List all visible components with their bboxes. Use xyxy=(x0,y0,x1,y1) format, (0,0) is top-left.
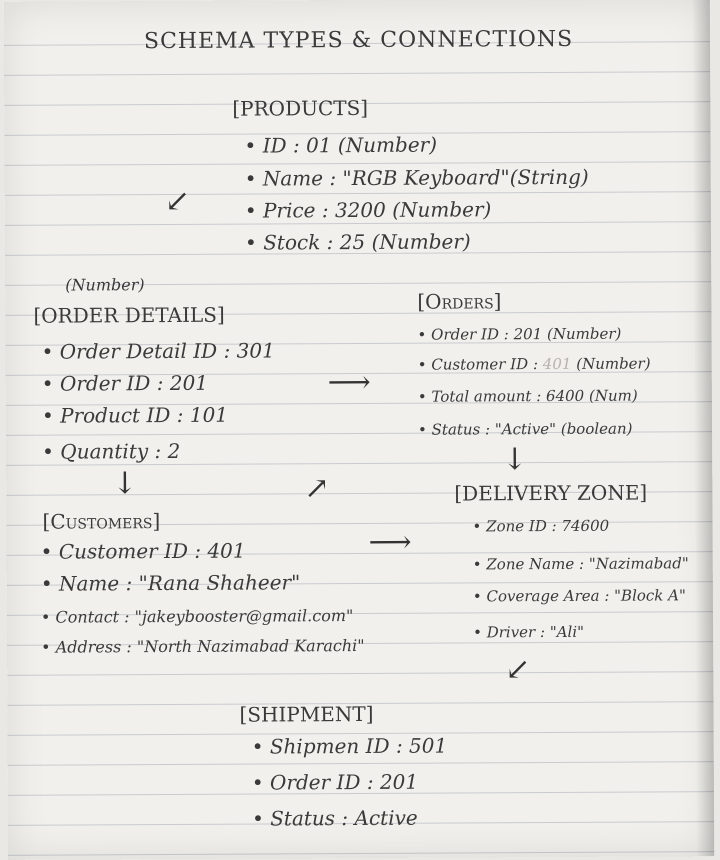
arrow-right-icon: ⟶ xyxy=(327,364,371,401)
order-details-field-detail-id: Order Detail ID : 301 xyxy=(42,338,275,363)
customers-field-name: Name : "Rana Shaheer" xyxy=(41,570,301,595)
orders-field-customer-id: Customer ID : 401 (Number) xyxy=(418,354,651,373)
order-details-field-quantity: Quantity : 2 xyxy=(42,439,180,464)
products-heading: [PRODUCTS] xyxy=(232,95,369,121)
products-field-id: ID : 01 (Number) xyxy=(244,133,437,158)
arrow-right-icon: ⟶ xyxy=(368,524,412,560)
orders-field-status: Status : "Active" (boolean) xyxy=(418,420,633,439)
delivery-zone-field-coverage: Coverage Area : "Block A" xyxy=(473,586,685,605)
orders-field-total-amount: Total amount : 6400 (Num) xyxy=(418,387,637,406)
orders-heading: [Orders] xyxy=(417,289,502,314)
orders-customer-id-type: (Number) xyxy=(576,354,651,373)
products-field-price: Price : 3200 (Number) xyxy=(245,197,491,222)
shipment-field-shipment-id: Shipmen ID : 501 xyxy=(252,734,448,759)
arrow-down-left-icon: ↙ xyxy=(164,183,191,220)
products-field-stock: Stock : 25 (Number) xyxy=(245,229,471,254)
customers-field-contact: Contact : "jakeybooster@gmail.com" xyxy=(41,606,353,627)
orders-customer-id-value: 401 xyxy=(542,354,572,374)
arrow-up-right-icon: ↗ xyxy=(304,471,330,507)
delivery-zone-field-zone-name: Zone Name : "Nazimabad" xyxy=(473,554,688,573)
order-details-field-order-id: Order ID : 201 xyxy=(42,371,208,396)
delivery-zone-field-driver: Driver : "Ali" xyxy=(473,623,584,642)
shipment-field-order-id: Order ID : 201 xyxy=(252,770,418,795)
arrow-down-left-icon: ↙ xyxy=(505,652,531,688)
order-details-type-note: (Number) xyxy=(65,275,145,295)
arrow-down-icon: ↓ xyxy=(502,442,528,478)
page-title: SCHEMA TYPES & CONNECTIONS xyxy=(143,26,574,55)
products-field-name: Name : "RGB Keyboard"(String) xyxy=(245,165,589,191)
delivery-zone-heading: [DELIVERY ZONE] xyxy=(454,480,648,506)
orders-field-order-id: Order ID : 201 (Number) xyxy=(417,325,621,344)
page-edge-shadow xyxy=(691,0,715,857)
notebook-page: SCHEMA TYPES & CONNECTIONS [PRODUCTS] ID… xyxy=(3,0,715,860)
customers-field-customer-id: Customer ID : 401 xyxy=(41,539,246,564)
customers-heading: [Customers] xyxy=(42,509,161,534)
arrow-down-icon: ↓ xyxy=(112,466,138,502)
shipment-field-status: Status : Active xyxy=(252,806,418,831)
order-details-field-product-id: Product ID : 101 xyxy=(42,403,228,428)
shipment-heading: [SHIPMENT] xyxy=(239,701,374,727)
customers-field-address: Address : "North Nazimabad Karachi" xyxy=(41,636,365,657)
orders-customer-id-label: Customer ID : xyxy=(418,355,543,374)
delivery-zone-field-zone-id: Zone ID : 74600 xyxy=(472,517,609,536)
order-details-heading: [ORDER DETAILS] xyxy=(33,302,225,328)
